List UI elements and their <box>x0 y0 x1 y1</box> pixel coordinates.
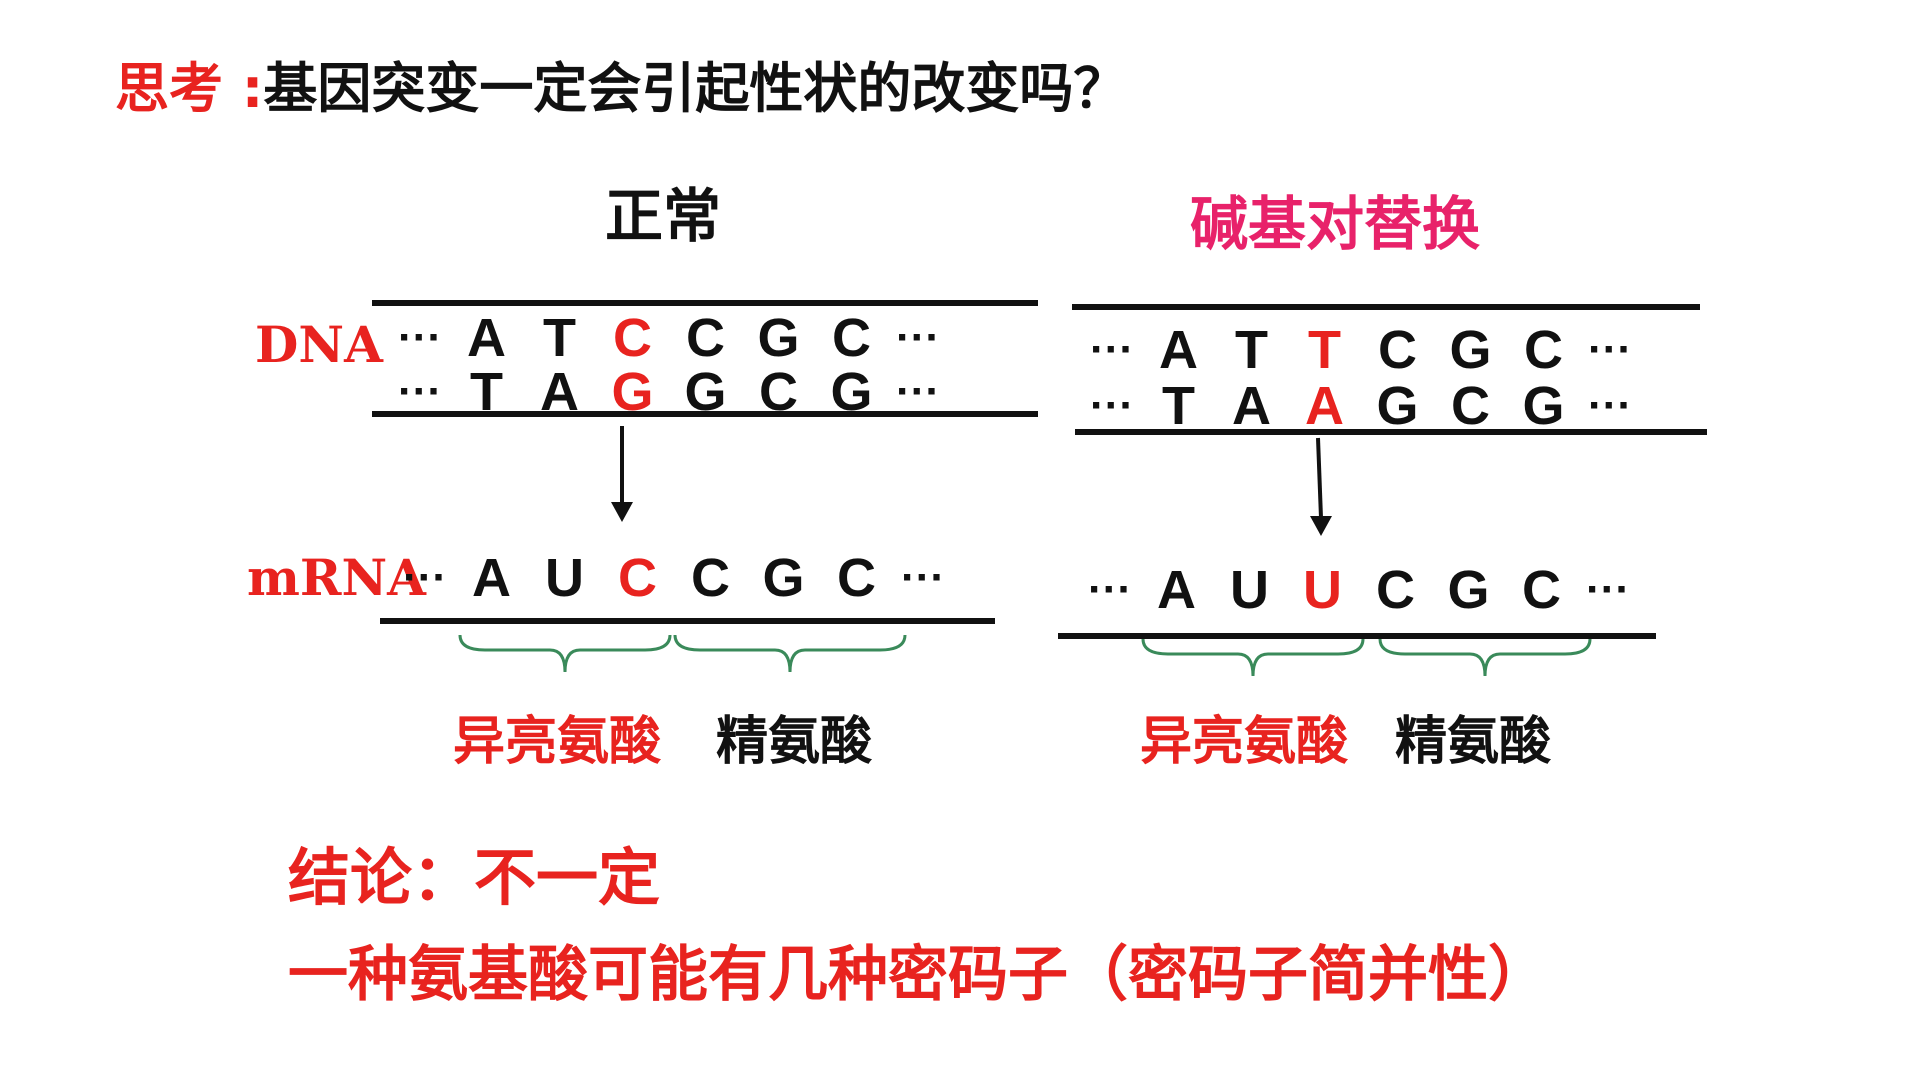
normal-transcription-arrow <box>611 426 633 522</box>
normal-dna-bottom-strand: ··· T A G G C G ··· <box>390 360 948 424</box>
normal-amino-acid-1: 异亮氨酸 <box>453 712 662 772</box>
base: G <box>1376 376 1419 436</box>
base-highlight: A <box>1305 376 1344 436</box>
base: T <box>543 308 576 368</box>
normal-mrna-strand: ··· A U C C G C ··· <box>395 546 953 610</box>
base: T <box>1235 320 1268 380</box>
conclusion-text: 结论：不一定 <box>288 841 661 914</box>
base: G <box>1447 560 1490 620</box>
base: T <box>1162 376 1195 436</box>
ellipsis: ··· <box>1588 325 1632 374</box>
base: A <box>472 548 511 608</box>
base: G <box>830 362 873 422</box>
base: G <box>762 548 805 608</box>
base: C <box>691 548 730 608</box>
base-highlight: C <box>613 308 652 368</box>
page-title: 思考 :基因突变一定会引起性状的改变吗？ <box>115 52 1127 126</box>
base: C <box>832 308 871 368</box>
base: G <box>1522 376 1565 436</box>
mutant-mrna-strand: ··· A U U C G C ··· <box>1080 558 1638 622</box>
base: G <box>1449 320 1492 380</box>
question-text: 基因突变一定会引起性状的改变吗？ <box>263 57 1128 120</box>
base: C <box>1378 320 1417 380</box>
base: T <box>470 362 503 422</box>
ellipsis: ··· <box>1088 565 1132 614</box>
base: G <box>757 308 800 368</box>
ellipsis: ··· <box>1586 565 1630 614</box>
mutant-transcription-arrow <box>1310 437 1332 536</box>
mutant-codon-brace-1 <box>1141 638 1365 677</box>
normal-codon-brace-1 <box>458 634 672 673</box>
mutant-dna-top-line <box>1072 304 1700 310</box>
normal-codon-brace-2 <box>673 634 907 673</box>
ellipsis: ··· <box>1090 381 1134 430</box>
mutant-amino-acid-2: 精氨酸 <box>1395 712 1552 772</box>
ellipsis: ··· <box>896 313 940 362</box>
normal-dna-top-line <box>372 300 1038 306</box>
base: C <box>686 308 725 368</box>
substitution-heading: 碱基对替换 <box>1190 190 1481 258</box>
base: U <box>1230 560 1269 620</box>
base: A <box>1232 376 1271 436</box>
base: C <box>1524 320 1563 380</box>
mutant-codon-brace-2 <box>1378 638 1592 677</box>
ellipsis: ··· <box>1090 325 1134 374</box>
think-label: 思考 : <box>115 57 264 120</box>
normal-heading: 正常 <box>605 182 722 250</box>
ellipsis: ··· <box>398 313 442 362</box>
ellipsis: ··· <box>1588 381 1632 430</box>
base-highlight: C <box>618 548 657 608</box>
base-highlight: U <box>1303 560 1342 620</box>
normal-dna-bottom-line <box>372 411 1038 417</box>
base-highlight: T <box>1308 320 1341 380</box>
ellipsis: ··· <box>901 553 945 602</box>
base: C <box>1522 560 1561 620</box>
mutant-amino-acid-1: 异亮氨酸 <box>1140 712 1349 772</box>
base: C <box>1451 376 1490 436</box>
base: G <box>684 362 727 422</box>
base: A <box>540 362 579 422</box>
ellipsis: ··· <box>403 553 447 602</box>
ellipsis: ··· <box>398 367 442 416</box>
mutant-dna-bottom-line <box>1075 429 1707 435</box>
mutant-dna-bottom-strand: ··· T A A G C G ··· <box>1082 374 1640 438</box>
normal-mrna-line <box>380 618 995 624</box>
base: C <box>837 548 876 608</box>
base: A <box>1157 560 1196 620</box>
dna-label: DNA <box>255 315 383 374</box>
mutant-dna-top-strand: ··· A T T C G C ··· <box>1082 318 1640 382</box>
normal-dna-top-strand: ··· A T C C G C ··· <box>390 306 948 370</box>
base: C <box>1376 560 1415 620</box>
base: U <box>545 548 584 608</box>
base: A <box>467 308 506 368</box>
normal-amino-acid-2: 精氨酸 <box>716 712 873 772</box>
base-highlight: G <box>611 362 654 422</box>
mutant-mrna-line <box>1058 633 1656 639</box>
ellipsis: ··· <box>896 367 940 416</box>
mrna-label: mRNA <box>247 548 426 607</box>
explanation-text: 一种氨基酸可能有几种密码子（密码子简并性） <box>288 940 1548 1010</box>
base: A <box>1159 320 1198 380</box>
base: C <box>759 362 798 422</box>
